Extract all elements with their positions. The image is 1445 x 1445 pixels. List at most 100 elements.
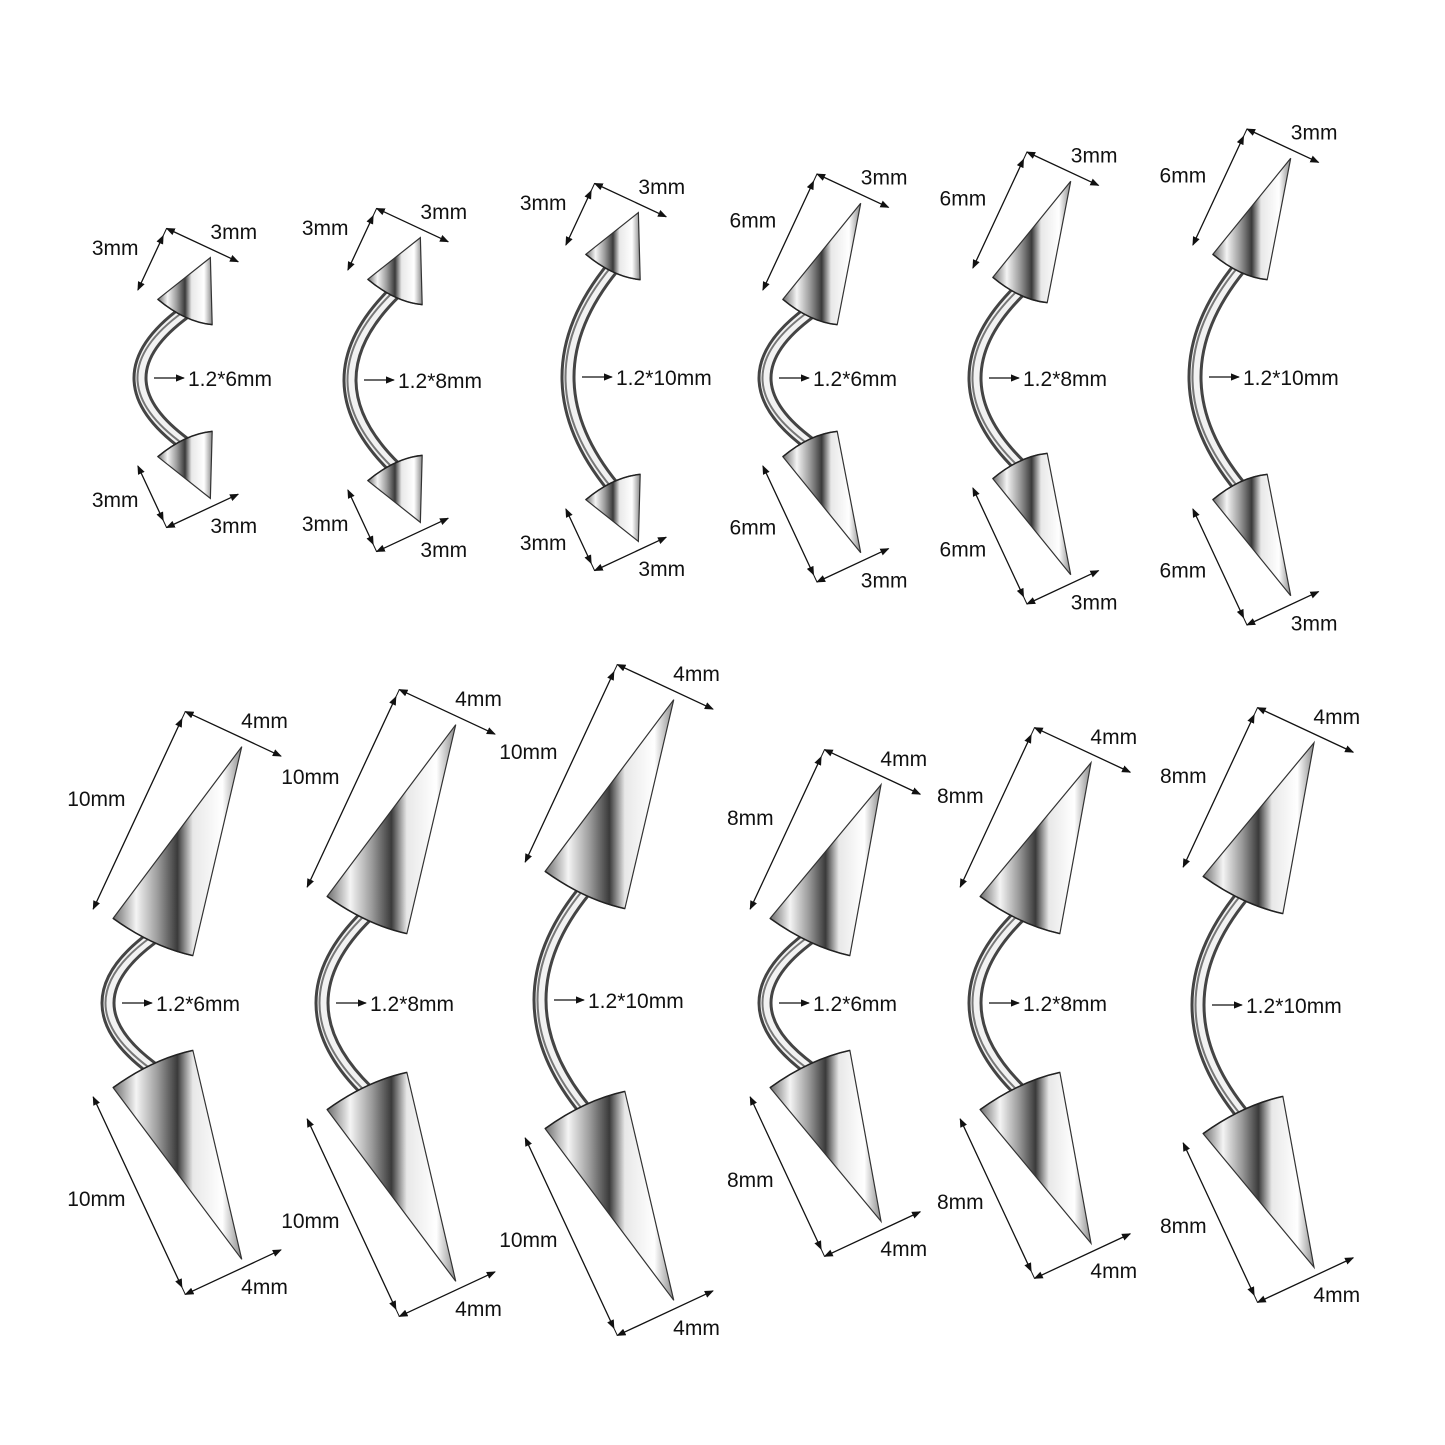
top-length-label: 3mm: [302, 217, 349, 240]
top-length-dimension-line: [1182, 714, 1255, 868]
top-length-dimension-line: [762, 180, 815, 291]
top-length-dimension-line: [972, 158, 1025, 269]
top-length-label: 6mm: [940, 188, 987, 211]
bottom-width-dimension-line: [1033, 1233, 1132, 1279]
top-width-label: 4mm: [673, 663, 720, 686]
bottom-length-label: 8mm: [727, 1169, 774, 1192]
bottom-length-dimension-line: [762, 465, 815, 576]
top-width-label: 4mm: [455, 688, 502, 711]
top-length-label: 6mm: [1160, 165, 1207, 188]
top-spike-cone: [156, 256, 213, 326]
bottom-width-label: 4mm: [241, 1276, 288, 1299]
top-width-label: 3mm: [420, 201, 467, 224]
bottom-spike-cone: [156, 430, 213, 500]
bottom-width-label: 4mm: [880, 1238, 927, 1261]
bottom-width-dimension-line: [616, 1290, 714, 1337]
barbell-item: 8mm 4mm 8mm 4mm 1.2*6mm: [727, 748, 927, 1261]
bottom-length-dimension-line: [92, 1096, 183, 1289]
top-width-dimension-line: [816, 173, 890, 208]
bar-size-label: 1.2*6mm: [156, 993, 240, 1016]
top-width-dimension-line: [1256, 707, 1355, 753]
bar-size-label: 1.2*8mm: [370, 993, 454, 1016]
top-width-label: 3mm: [638, 176, 685, 199]
bottom-width-dimension-line: [816, 548, 890, 583]
bar-size-label: 1.2*10mm: [616, 367, 712, 390]
bottom-length-label: 10mm: [281, 1210, 339, 1233]
top-spike-cone: [366, 236, 423, 306]
top-length-dimension-line: [959, 734, 1032, 888]
top-length-label: 8mm: [727, 807, 774, 830]
bottom-width-label: 4mm: [455, 1298, 502, 1321]
top-width-label: 3mm: [1291, 122, 1338, 145]
bottom-width-dimension-line: [1256, 1257, 1355, 1303]
bottom-width-label: 4mm: [1313, 1284, 1360, 1307]
top-width-dimension-line: [616, 663, 714, 710]
top-width-dimension-line: [1026, 151, 1100, 186]
bottom-width-label: 3mm: [1291, 612, 1338, 635]
bottom-length-label: 3mm: [520, 532, 567, 555]
bottom-width-dimension-line: [823, 1211, 922, 1257]
top-width-label: 3mm: [210, 221, 257, 244]
bottom-length-dimension-line: [959, 1118, 1032, 1272]
bottom-spike-cone: [584, 473, 641, 543]
top-length-dimension-line: [137, 234, 164, 291]
bar-size-label: 1.2*6mm: [813, 993, 897, 1016]
barbell-item: 6mm 3mm 6mm 3mm 1.2*8mm: [940, 145, 1118, 615]
top-width-label: 4mm: [880, 748, 927, 771]
barbell-item: 3mm 3mm 3mm 3mm 1.2*10mm: [520, 176, 712, 581]
top-width-dimension-line: [375, 207, 450, 243]
top-length-dimension-line: [749, 756, 822, 910]
top-length-dimension-line: [565, 189, 592, 246]
bottom-width-label: 3mm: [420, 539, 467, 562]
bottom-width-label: 3mm: [638, 558, 685, 581]
top-width-dimension-line: [1246, 128, 1320, 163]
bottom-width-dimension-line: [165, 493, 240, 529]
bar-size-label: 1.2*8mm: [1023, 368, 1107, 391]
bar-size-label: 1.2*10mm: [1246, 995, 1342, 1018]
bar-size-label: 1.2*6mm: [813, 368, 897, 391]
bar-size-label: 1.2*8mm: [398, 370, 482, 393]
bar-size-label: 1.2*6mm: [188, 368, 272, 391]
bottom-length-dimension-line: [137, 465, 164, 522]
top-length-label: 8mm: [1160, 765, 1207, 788]
bottom-spike-cone: [366, 454, 423, 524]
bottom-width-label: 3mm: [210, 515, 257, 538]
top-width-dimension-line: [184, 710, 282, 757]
bottom-spike-cone: [544, 1090, 675, 1301]
bottom-length-label: 6mm: [730, 516, 777, 539]
top-width-dimension-line: [398, 688, 496, 735]
bottom-length-dimension-line: [565, 508, 592, 565]
bottom-length-dimension-line: [524, 1137, 615, 1330]
top-spike-cone: [326, 724, 457, 935]
bottom-width-dimension-line: [398, 1271, 496, 1318]
top-width-dimension-line: [1033, 727, 1132, 773]
top-length-dimension-line: [1192, 135, 1245, 246]
top-width-label: 4mm: [1313, 706, 1360, 729]
bottom-width-dimension-line: [375, 517, 450, 553]
bottom-length-label: 8mm: [937, 1191, 984, 1214]
bottom-width-dimension-line: [1026, 570, 1100, 605]
top-width-dimension-line: [593, 182, 668, 218]
bar-size-label: 1.2*10mm: [588, 990, 684, 1013]
top-width-label: 3mm: [1071, 145, 1118, 168]
bottom-width-label: 4mm: [673, 1317, 720, 1340]
bottom-length-dimension-line: [347, 489, 374, 546]
top-length-dimension-line: [347, 214, 374, 271]
top-length-dimension-line: [306, 695, 397, 888]
top-length-label: 6mm: [730, 210, 777, 233]
top-length-label: 3mm: [520, 192, 567, 215]
bottom-width-label: 3mm: [1071, 591, 1118, 614]
bottom-length-label: 6mm: [940, 538, 987, 561]
top-width-label: 4mm: [1090, 726, 1137, 749]
top-length-label: 10mm: [67, 788, 125, 811]
bottom-length-label: 10mm: [67, 1188, 125, 1211]
bottom-length-dimension-line: [1182, 1142, 1255, 1296]
top-length-label: 8mm: [937, 785, 984, 808]
